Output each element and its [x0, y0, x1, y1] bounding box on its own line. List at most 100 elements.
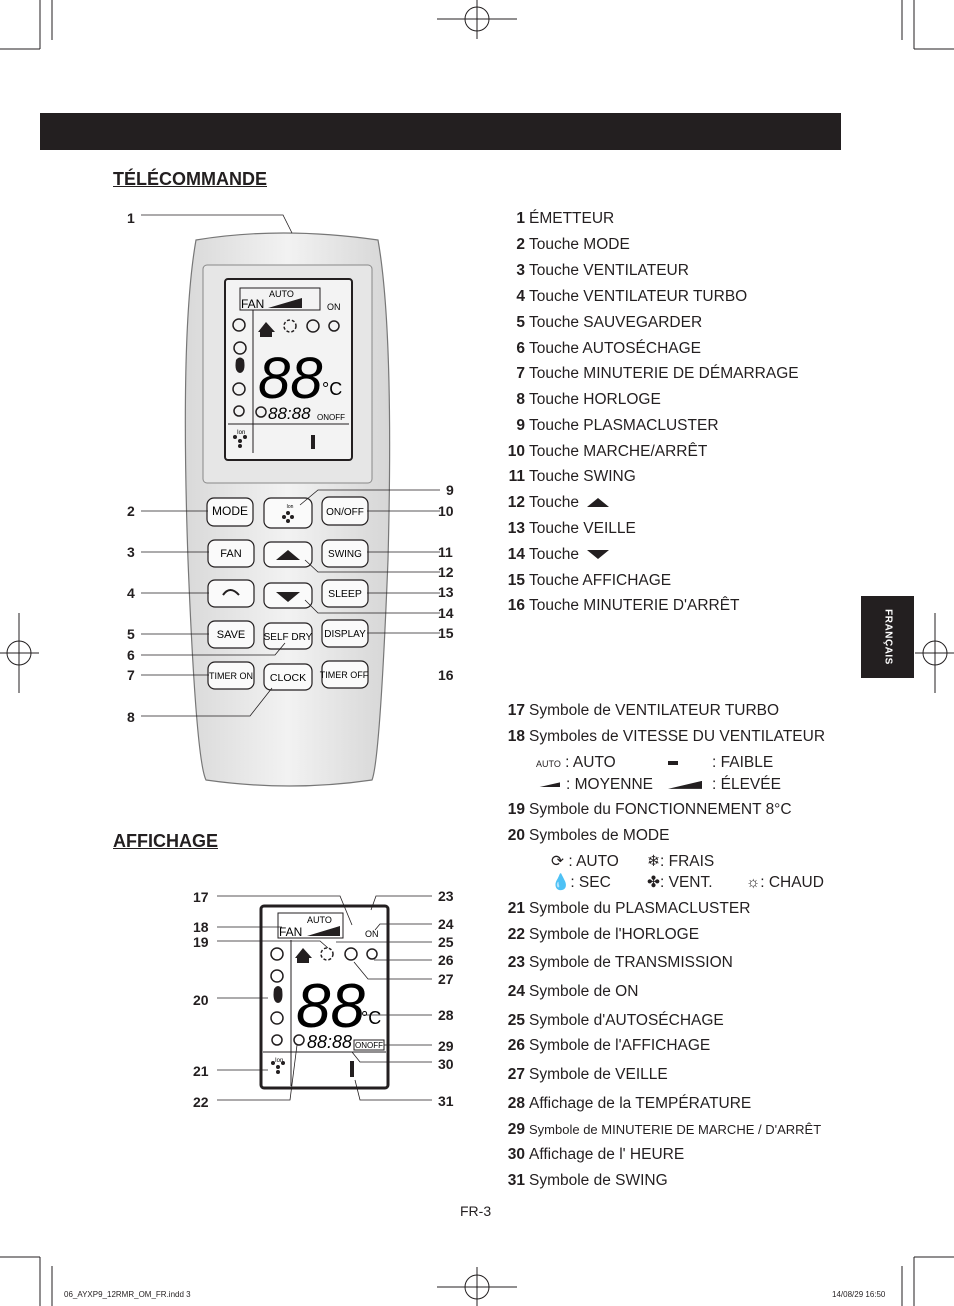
lcd-unit: °C — [322, 379, 342, 399]
swing-button[interactable]: SWING — [328, 549, 362, 560]
page-number: FR-3 — [460, 1203, 492, 1219]
auto-mode-icon: ⟳ — [551, 853, 564, 870]
callout: 12 — [438, 564, 454, 580]
fan-high-icon — [668, 780, 702, 789]
callout: 22 — [193, 1094, 209, 1110]
callout: 2 — [127, 503, 135, 519]
callout: 5 — [127, 626, 135, 642]
timer-on-button[interactable]: TIMER ON — [209, 671, 253, 681]
display-time: 88:88 — [307, 1032, 352, 1052]
down-arrow-icon — [276, 592, 300, 602]
timer-off-button[interactable]: TIMER OFF — [320, 670, 369, 680]
up-arrow-icon — [276, 550, 300, 560]
onoff-button[interactable]: ON/OFF — [326, 507, 364, 518]
sleep-button[interactable]: SLEEP — [328, 588, 362, 600]
callout: 20 — [193, 992, 209, 1008]
save-button[interactable]: SAVE — [217, 629, 246, 641]
callout: 3 — [127, 544, 135, 560]
fan-speed-auto: AUTO : AUTO — [536, 754, 616, 771]
display-button[interactable]: DISPLAY — [324, 629, 366, 640]
remote-section-title: TÉLÉCOMMANDE — [113, 169, 267, 189]
turbo-icon — [222, 589, 240, 596]
callout: 9 — [446, 482, 454, 498]
display-fan: FAN — [279, 925, 302, 939]
callout: 24 — [438, 916, 454, 932]
display-onoff: ONOFF — [355, 1041, 383, 1050]
callout: 23 — [438, 888, 454, 904]
mode-fan: ✤: VENT. — [647, 874, 713, 891]
mode-button[interactable]: MODE — [212, 504, 248, 518]
up-arrow-icon — [587, 498, 610, 508]
header-bar — [40, 113, 841, 150]
callout: 17 — [193, 889, 209, 905]
callout: 8 — [127, 709, 135, 725]
lcd-temp: 88 — [258, 346, 323, 411]
clock-button[interactable]: CLOCK — [270, 672, 306, 684]
self-dry-button[interactable]: SELF DRY — [264, 632, 313, 643]
display-ion: Ion — [275, 1058, 283, 1064]
fan-button[interactable]: FAN — [220, 548, 241, 560]
droplet-icon: 💧 — [551, 874, 571, 891]
fan-speed-medium: : MOYENNE — [538, 772, 653, 798]
lcd-on: ON — [327, 302, 341, 312]
footer-date: 14/08/29 16:50 — [832, 1290, 886, 1299]
callout: 15 — [438, 625, 454, 641]
callout: 19 — [193, 934, 209, 950]
display-on: ON — [365, 929, 379, 939]
callout: 13 — [438, 584, 454, 600]
ion-label: Ion — [287, 504, 294, 510]
callout: 16 — [438, 667, 454, 683]
mode-auto: ⟳ : AUTO — [551, 853, 619, 870]
mode-heat: ☼: CHAUD — [746, 874, 824, 891]
callout: 30 — [438, 1056, 454, 1072]
callout: 1 — [127, 210, 135, 226]
callout: 27 — [438, 971, 454, 987]
callout: 10 — [438, 503, 454, 519]
callout: 31 — [438, 1093, 454, 1109]
fan-speed-high: : ÉLEVÉE — [668, 772, 781, 798]
display-section-title: AFFICHAGE — [113, 831, 218, 851]
fan-medium-icon — [538, 782, 560, 788]
display-temp: 88 — [296, 972, 365, 1041]
callout: 25 — [438, 934, 454, 950]
callout: 14 — [438, 605, 454, 621]
lcd-fan: FAN — [241, 297, 264, 311]
lcd-ion: Ion — [237, 430, 245, 436]
display-auto: AUTO — [307, 915, 332, 925]
sun-icon: ☼ — [746, 874, 761, 891]
callout: 6 — [127, 647, 135, 663]
fan-icon: ✤ — [647, 874, 660, 891]
callout: 7 — [127, 667, 135, 683]
lcd-time: 88:88 — [268, 404, 311, 423]
down-arrow-icon — [587, 550, 610, 560]
callout: 29 — [438, 1038, 454, 1054]
